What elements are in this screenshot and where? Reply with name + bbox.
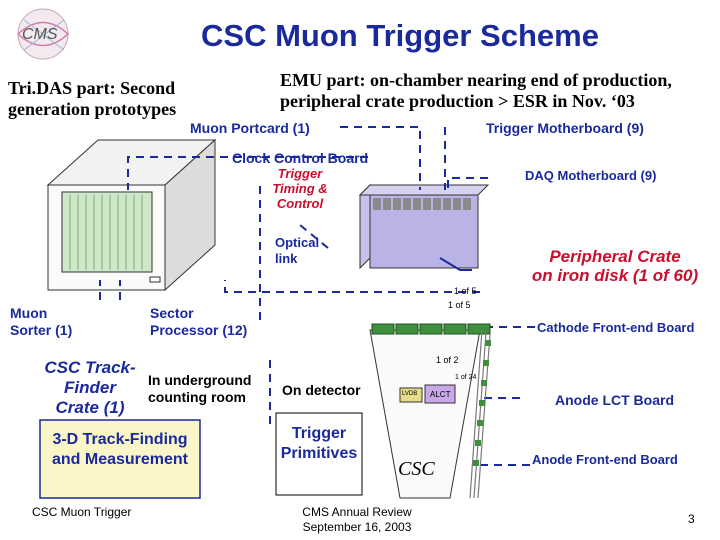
optical-line-2: link [275, 251, 298, 266]
track-finding-box: 3-D Track-Finding and Measurement [40, 430, 200, 470]
sorter-line-2: Sorter (1) [10, 322, 73, 338]
label-underground: In underground counting room [148, 372, 251, 406]
label-lvdb: LVDB [402, 391, 418, 397]
sector-line-1: Sector [150, 305, 194, 321]
page-title: CSC Muon Trigger Scheme [201, 18, 599, 53]
tf-line-1: CSC Track-Finder [44, 358, 136, 397]
label-on-detector: On detector [282, 382, 361, 398]
footer-center-line-2: September 16, 2003 [302, 520, 412, 534]
ttc-line-1: Trigger [277, 166, 323, 181]
ttc-line-2: Timing & [272, 181, 328, 196]
peripheral-crate-drawing [358, 183, 490, 270]
peripheral-line-1: Peripheral Crate [549, 247, 681, 266]
label-sector-processor: Sector Processor (12) [150, 305, 247, 339]
label-trigger-motherboard: Trigger Motherboard (9) [486, 120, 644, 136]
label-alct: ALCT [430, 390, 451, 399]
tridas-line-2: generation prototypes [8, 99, 177, 119]
optical-line-1: Optical [275, 235, 320, 250]
svg-text:CMS: CMS [22, 26, 58, 43]
tp-line-2: Primitives [280, 445, 358, 462]
sorter-line-1: Muon [10, 305, 48, 321]
label-anode-lct: Anode LCT Board [555, 392, 674, 408]
track-finding-box-bg [39, 419, 201, 499]
label-cathode-fe: Cathode Front-end Board [537, 320, 695, 335]
label-trigger-timing-control: Trigger Timing & Control [270, 166, 330, 211]
tf-line-2: Crate (1) [55, 398, 125, 417]
emu-note: EMU part: on-chamber nearing end of prod… [280, 70, 720, 112]
page-number: 3 [688, 512, 695, 526]
track-finder-crate-drawing [46, 138, 217, 292]
trigger-primitives-box-bg [275, 412, 363, 496]
underground-line-2: counting room [148, 389, 246, 405]
label-peripheral-crate: Peripheral Crate on iron disk (1 of 60) [515, 247, 715, 285]
track-finding-line-1: 3-D Track-Finding [52, 431, 188, 448]
emu-line-2: peripheral crate production > ESR in Nov… [280, 91, 635, 111]
footer-center-line-1: CMS Annual Review [302, 505, 412, 519]
peripheral-line-2: on iron disk (1 of 60) [531, 266, 699, 285]
tp-line-1: Trigger [291, 425, 347, 442]
tridas-line-1: Tri.DAS part: Second [8, 78, 176, 98]
label-csc: CSC [398, 458, 435, 480]
label-csc-track-finder: CSC Track-Finder Crate (1) [20, 358, 160, 418]
footer-left: CSC Muon Trigger [32, 505, 132, 519]
underground-line-1: In underground [148, 372, 252, 388]
label-1-of-5-b: 1 of 5 [448, 300, 471, 310]
label-muon-sorter: Muon Sorter (1) [10, 305, 72, 339]
trigger-primitives-box: Trigger Primitives [276, 424, 362, 464]
label-1-of-5-a: 1 of 5 [454, 286, 477, 296]
track-finding-line-2: and Measurement [51, 451, 189, 468]
csc-chamber-drawing [369, 323, 491, 499]
label-1-of-24: 1 of 24 [455, 374, 477, 381]
footer-center: CMS Annual Review September 16, 2003 [292, 505, 422, 535]
ttc-line-3: Control [276, 196, 324, 211]
emu-line-1: EMU part: on-chamber nearing end of prod… [280, 70, 672, 90]
tridas-note: Tri.DAS part: Second generation prototyp… [8, 78, 238, 120]
label-muon-portcard: Muon Portcard (1) [190, 120, 310, 136]
label-optical-link: Optical link [275, 235, 319, 267]
label-clock-control: Clock Control Board [232, 150, 369, 166]
label-1-of-2: 1 of 2 [436, 355, 459, 365]
cms-logo: CMS [17, 8, 70, 60]
sector-line-2: Processor (12) [150, 322, 248, 338]
label-anode-fe: Anode Front-end Board [532, 452, 678, 467]
label-daq-motherboard: DAQ Motherboard (9) [525, 168, 657, 183]
